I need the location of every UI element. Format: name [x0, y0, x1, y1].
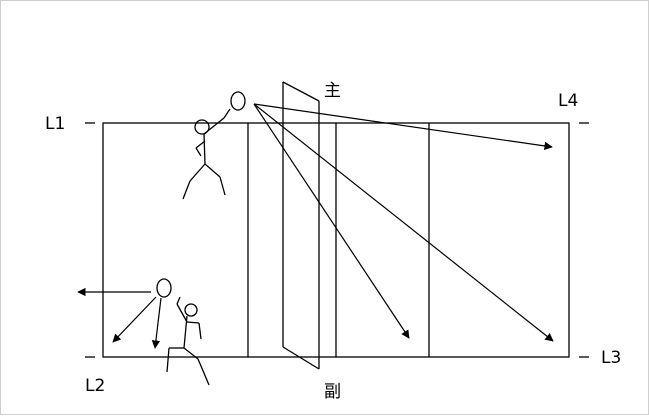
- l3-label: L3: [601, 348, 621, 368]
- assistant-referee-label: 副: [324, 382, 341, 402]
- line-judge-ticks: [85, 122, 589, 358]
- trajectory-to-l3: [253, 103, 554, 342]
- main-referee-label: 主: [324, 81, 341, 101]
- defending-player: [156, 278, 210, 386]
- l1-label: L1: [45, 114, 65, 134]
- trajectory-down: [151, 297, 162, 349]
- net: [282, 81, 320, 370]
- trajectory-to-l2: [112, 296, 157, 343]
- l4-label: L4: [558, 91, 578, 111]
- ball-icon: [230, 91, 246, 111]
- ball-icon-defender: [156, 278, 172, 298]
- player-head: [194, 119, 210, 135]
- l2-label: L2: [85, 376, 105, 396]
- defender-head: [184, 303, 198, 317]
- defense-trajectories: [77, 287, 162, 349]
- trajectory-to-l4: [253, 103, 553, 151]
- court: [102, 122, 570, 358]
- spike-trajectories: [253, 103, 554, 342]
- trajectory-to-center: [253, 103, 410, 339]
- attacking-player: [182, 91, 246, 200]
